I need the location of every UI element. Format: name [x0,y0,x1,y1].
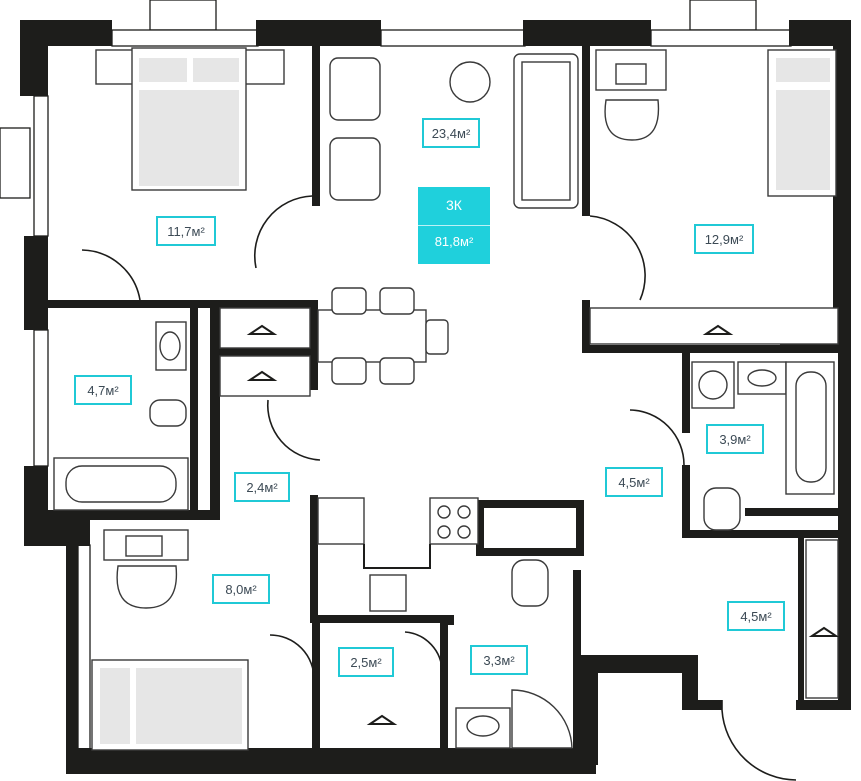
badge-divider [418,225,490,226]
area-label-bedroom-bottom-left: 8,0м² [212,574,270,604]
area-label-entry-hall: 4,5м² [727,601,785,631]
dining-table [317,287,449,385]
area-label-bathroom-left: 4,7м² [74,375,132,405]
bathroom-left-fixtures [53,321,189,511]
bedroom-bottom-left-furniture [91,529,249,751]
toilet-bottom-fixtures [455,559,573,749]
area-label-toilet-bottom: 3,3м² [470,645,528,675]
desk-top-right [595,49,667,141]
doors [81,195,797,781]
area-label-closet-left: 2,4м² [234,472,290,502]
living-furniture [329,53,579,209]
inner-walls [48,46,838,755]
area-label-living: 23,4м² [422,118,480,148]
bathroom-right-fixtures [691,361,835,531]
bed-top-left [95,47,285,191]
bed-top-right [767,49,837,197]
closets [219,307,840,725]
outer-walls [20,20,851,774]
area-label-bedroom-top-left: 11,7м² [156,216,216,246]
area-label-wardrobe-bottom: 2,5м² [338,647,394,677]
area-label-bedroom-top-right: 12,9м² [694,224,754,254]
kitchen [317,497,479,612]
apartment-badge: 3К 81,8м² [418,187,490,264]
rooms-code: 3К [446,197,462,213]
area-label-hall-right: 4,5м² [605,467,663,497]
total-area: 81,8м² [434,234,474,249]
windows [0,0,792,752]
area-label-bathroom-right: 3,9м² [706,424,764,454]
